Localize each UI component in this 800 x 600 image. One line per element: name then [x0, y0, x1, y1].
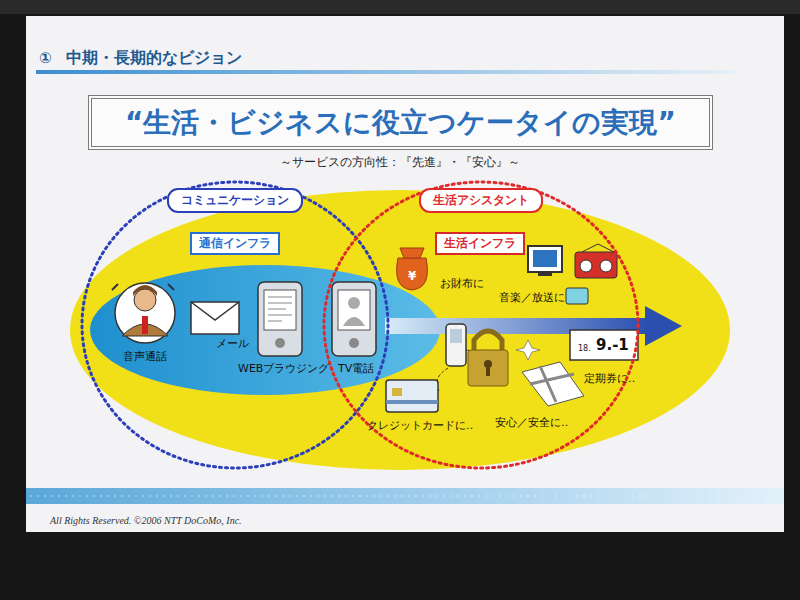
- infra-box: 生活インフラ: [435, 232, 525, 255]
- ticket-date: 18.: [578, 344, 591, 353]
- icon-caption: TV電話: [338, 361, 374, 376]
- copyright: All Rights Reserved. ©2006 NTT DoCoMo, I…: [50, 515, 242, 526]
- icon-caption: WEBブラウジング: [238, 361, 329, 376]
- icon-caption: お財布に: [440, 276, 484, 291]
- subtitle: ～サービスの方向性：『先進』・『安心』～: [280, 154, 520, 171]
- slogan-box: “生活・ビジネスに役立つケータイの実現”: [88, 95, 713, 150]
- circle-label: コミュニケーション: [167, 188, 303, 213]
- section-number: ①: [39, 49, 52, 67]
- icon-caption: クレジットカードに‥: [367, 418, 473, 433]
- dotted-circle: [80, 180, 390, 470]
- yen-mark: ¥: [408, 269, 416, 283]
- circle-label: 生活アシスタント: [419, 188, 543, 213]
- infra-label: 通信インフラ: [199, 235, 271, 252]
- slogan-text: “生活・ビジネスに役立つケータイの実現”: [125, 104, 676, 142]
- infra-label: 生活インフラ: [444, 235, 516, 252]
- slide-heading: 中期・長期的なビジョン: [66, 48, 242, 69]
- icon-caption: 音楽／放送に: [499, 290, 565, 305]
- icon-caption: 安心／安全に‥: [495, 415, 568, 430]
- ticket-date: 9.-1: [596, 336, 629, 354]
- communication-circle: コミュニケーション通信インフラ: [80, 180, 390, 470]
- icon-caption: 定期券に‥: [584, 371, 635, 386]
- infra-box: 通信インフラ: [190, 232, 280, 255]
- icon-caption: メール: [216, 336, 249, 351]
- icon-caption: 音声通話: [123, 349, 167, 364]
